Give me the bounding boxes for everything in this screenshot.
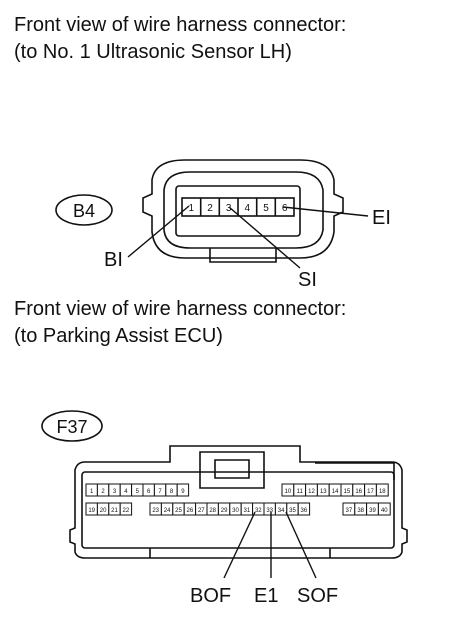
- b4-code-tag: B4: [55, 194, 113, 226]
- f37-pin-21: 21: [111, 508, 118, 514]
- b4-pin-numbers: 1 2 3 4 5 6: [189, 203, 288, 214]
- f37-pin-cell: [176, 483, 190, 497]
- f37-lock: [199, 451, 265, 489]
- f37-pin-40: 40: [381, 508, 388, 514]
- f37-pin-14: 14: [332, 489, 339, 495]
- b4-caption-line2: (to No. 1 Ultrasonic Sensor LH): [14, 41, 292, 63]
- f37-pin-18: 18: [379, 489, 386, 495]
- f37-pin-33: 33: [266, 508, 273, 514]
- b4-pin-5: 5: [263, 203, 269, 214]
- b4-housing-outline: [142, 159, 344, 259]
- f37-pin-34: 34: [278, 508, 285, 514]
- f37-pin-26: 26: [187, 508, 194, 514]
- f37-lock-inner: [214, 459, 250, 479]
- b4-pin-2: 2: [207, 203, 213, 214]
- b4-latch: [209, 248, 277, 263]
- f37-pin-4: 4: [124, 489, 128, 495]
- f37-pin-39: 39: [369, 508, 376, 514]
- f37-pin-25: 25: [175, 508, 182, 514]
- f37-pin-cell: [375, 483, 389, 497]
- f37-label-bof: BOF: [190, 585, 231, 607]
- f37-pin-36: 36: [301, 508, 308, 514]
- f37-pin-2: 2: [101, 489, 105, 495]
- f37-pin-7: 7: [158, 489, 162, 495]
- b4-leader-ei: [282, 206, 369, 217]
- f37-pin-32: 32: [255, 508, 262, 514]
- b4-code-text: B4: [73, 201, 95, 221]
- f37-pin-12: 12: [308, 489, 315, 495]
- f37-code-tag: F37: [41, 410, 103, 442]
- f37-pin-22: 22: [123, 508, 130, 514]
- f37-label-e1: E1: [254, 585, 278, 607]
- f37-pin-3: 3: [113, 489, 117, 495]
- f37-right-block: [315, 462, 395, 480]
- b4-cavity-frame: [175, 185, 301, 237]
- b4-pin-1: 1: [189, 203, 195, 214]
- f37-connector: [69, 445, 408, 559]
- f37-pin-9: 9: [181, 489, 185, 495]
- b4-label-bi: BI: [104, 249, 123, 271]
- f37-bottom-step: [149, 548, 331, 558]
- f37-pin-38: 38: [357, 508, 364, 514]
- f37-pin-31: 31: [244, 508, 251, 514]
- f37-pin-cell: [119, 502, 133, 516]
- f37-caption-line2: (to Parking Assist ECU): [14, 325, 223, 347]
- f37-code-oval: [41, 410, 103, 442]
- f37-label-sof: SOF: [297, 585, 338, 607]
- f37-pin-16: 16: [355, 489, 362, 495]
- f37-caption: Front view of wire harness connector: (t…: [14, 296, 346, 350]
- b4-pin-4: 4: [245, 203, 251, 214]
- f37-pin-30: 30: [232, 508, 239, 514]
- f37-pin-37: 37: [346, 508, 353, 514]
- b4-code-oval: [55, 194, 113, 226]
- f37-leader-sof: [285, 511, 317, 579]
- f37-pin-20: 20: [100, 508, 107, 514]
- f37-pin-15: 15: [344, 489, 351, 495]
- f37-pin-35: 35: [289, 508, 296, 514]
- f37-pin-23: 23: [152, 508, 159, 514]
- b4-label-ei: EI: [372, 207, 391, 229]
- f37-leaders: [223, 511, 317, 579]
- f37-pin-6: 6: [147, 489, 151, 495]
- b4-label-si: SI: [298, 269, 317, 291]
- b4-leader-bi: [127, 205, 190, 258]
- b4-pin-6: 6: [282, 203, 288, 214]
- f37-pin-cell: [377, 502, 391, 516]
- b4-connector: [142, 159, 344, 263]
- f37-pin-cell: [297, 502, 311, 516]
- f37-leader-bof: [223, 511, 256, 579]
- f37-pin-8: 8: [170, 489, 174, 495]
- f37-pin-28: 28: [209, 508, 216, 514]
- f37-pin-10: 10: [285, 489, 292, 495]
- b4-inner-outline: [163, 171, 324, 249]
- b4-leaders: [127, 205, 369, 269]
- f37-pin-24: 24: [164, 508, 171, 514]
- f37-caption-line1: Front view of wire harness connector:: [14, 298, 347, 320]
- f37-pin-11: 11: [297, 489, 304, 495]
- f37-code-text: F37: [56, 417, 87, 437]
- f37-pin-1: 1: [90, 489, 94, 495]
- f37-pin-27: 27: [198, 508, 205, 514]
- b4-caption: Front view of wire harness connector: (t…: [14, 12, 346, 66]
- b4-caption-line1: Front view of wire harness connector:: [14, 14, 347, 36]
- b4-pin-3: 3: [226, 203, 232, 214]
- f37-pin-17: 17: [367, 489, 374, 495]
- f37-pin-19: 19: [88, 508, 95, 514]
- f37-pin-13: 13: [320, 489, 327, 495]
- f37-housing-outline: [69, 445, 408, 559]
- f37-pin-29: 29: [221, 508, 228, 514]
- b4-leader-si: [228, 206, 301, 269]
- f37-pin-5: 5: [136, 489, 140, 495]
